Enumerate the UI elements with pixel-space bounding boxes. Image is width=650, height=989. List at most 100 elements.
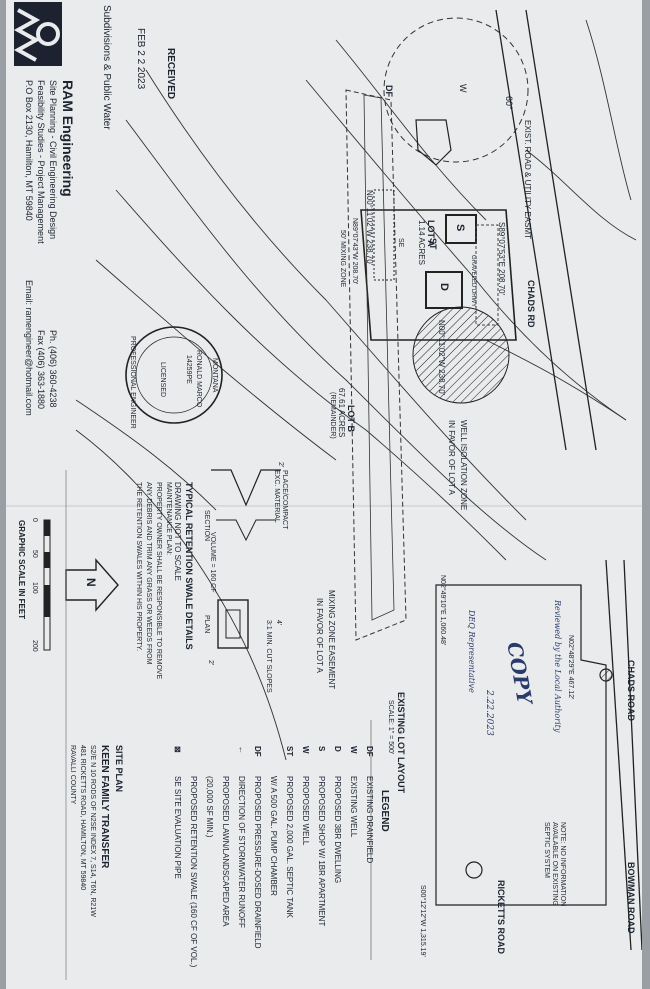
bearing-south: N00°11'02"W 238.70' <box>437 320 446 396</box>
swale-subtitle: DRAWING NOT TO SCALE <box>173 482 182 581</box>
legend-item-text: W/ A 500 GAL. PUMP CHAMBER <box>269 776 278 896</box>
firm-phone: Ph. (406) 360-4238 <box>48 330 58 408</box>
firm-email: Email: ramengineer@hotmail.com <box>24 280 34 416</box>
layout-note-1: NOTE: NO INFORMATION <box>559 822 566 907</box>
existing-lot-layout <box>435 584 613 906</box>
legend-item-text: EXISTING DRAINFIELD <box>365 776 374 864</box>
seal-title: PROFESSIONAL ENGINEER <box>129 336 136 429</box>
site-plan-sheet: Subdivisions & Public Water RECEIVED FEB… <box>6 0 642 989</box>
cut-slopes-label: 3:1 MIN. CUT SLOPES <box>265 620 272 693</box>
well-isolation-zone <box>412 306 510 404</box>
exc-material-label: EXC. MATERIAL <box>273 470 280 523</box>
legend-symbol: W <box>301 746 310 754</box>
firm-fax: Fax (406) 363-1880 <box>36 330 46 410</box>
project-name: KEEN FAMILY TRANSFER <box>99 745 110 869</box>
angle-label: 60° <box>504 96 514 110</box>
scale-tick-200: 200 <box>31 640 38 652</box>
dwelling-symbol: D <box>438 283 450 291</box>
lot-b-acres: 67.61 ACRES <box>337 388 346 438</box>
stamp-date: 2.22.2023 <box>484 690 494 736</box>
bearing-east: S89°07'53"E 208.70' <box>497 222 506 296</box>
mixing-zone-label: 50' MIXING ZONE <box>339 230 346 288</box>
lot-a-acres: 1.14 ACRES <box>417 220 426 265</box>
bearing-north: N00°11'02"W 238.70' <box>365 190 374 266</box>
legend-item-text: PROPOSED SHOP W/ 1BR APARTMENT <box>317 776 326 927</box>
swale-title: TYPICAL RETENTION SWALE DETAILS <box>184 482 194 650</box>
layout-bearing-1: N02°49'10"E 1,060.48' <box>439 575 446 646</box>
legend-item-text: SE SITE EVALUATION PIPE <box>173 776 182 879</box>
layout-note-3: SEPTIC SYSTEM <box>543 822 550 879</box>
mixing-zone-easement <box>345 89 407 641</box>
chads-road-label: CHADS RD <box>526 280 536 328</box>
north-arrow <box>65 558 119 612</box>
layout-title: EXISTING LOT LAYOUT <box>396 692 406 794</box>
plan-dim-2: 2' <box>207 660 214 666</box>
maintenance-line-1: PROPERTY OWNER SHALL BE RESPONSIBLE TO R… <box>155 482 162 680</box>
section-dim-2: 2' <box>277 462 284 468</box>
location-line-3: RAVALLI COUNTY <box>69 745 76 805</box>
drawing-linework <box>13 2 642 980</box>
plan-label: PLAN <box>203 615 210 634</box>
place-compact-label: PLACE/COMPACT <box>281 470 288 530</box>
legend-item-text: DIRECTION OF STORMWATER RUNOFF <box>237 776 246 928</box>
graphic-scale-bar <box>43 519 51 651</box>
firm-line-3: P.O Box 2130, Hamilton, MT 59840 <box>24 80 34 221</box>
legend-symbol: S <box>317 746 326 752</box>
scale-tick-100: 100 <box>31 582 38 594</box>
layout-scale: SCALE: 1" = 500' <box>387 700 394 755</box>
legend-item-text: PROPOSED LAWN/LANDSCAPED AREA <box>221 776 230 927</box>
layout-bearing-2: N02°48'29"E 467.12' <box>567 635 574 700</box>
legend-symbol: D <box>333 746 342 752</box>
legend-item-text: PROPOSED RETENTION SWALE (160 CF OF VOL.… <box>189 776 198 968</box>
firm-name: RAM Engineering <box>60 80 76 197</box>
proposed-drainfield <box>373 189 395 281</box>
layout-chads-road: CHADS ROAD <box>626 660 636 722</box>
mixing-easement-1: MIXING ZONE EASEMENT <box>327 590 336 690</box>
location-line-1: S2/E N 10 RODS OF N2SE INDEX 7, S14, T6N… <box>89 745 96 917</box>
legend-item-text: PROPOSED PRESSURE-DOSED DRAINFIELD <box>253 776 262 949</box>
scale-title: GRAPHIC SCALE IN FEET <box>17 520 26 620</box>
lot-b-label: LOT B <box>346 405 356 432</box>
lot-b-remainder: (REMAINDER) <box>329 392 336 439</box>
sheet-fold <box>6 505 642 509</box>
dwelling-outline <box>425 271 463 309</box>
existing-house <box>415 119 452 166</box>
received-stamp: RECEIVED <box>165 48 176 100</box>
swale-plan-drawing <box>217 599 249 649</box>
well-radius-circle <box>383 17 529 163</box>
ram-logo <box>13 2 62 66</box>
legend-title: LEGEND <box>379 790 390 832</box>
maintenance-title: MAINTENANCE PLAN: <box>165 482 172 556</box>
road-easement-label: EXIST. ROAD & UTILITY EASMT <box>523 120 532 239</box>
seal-name: RONALD MARCO <box>195 350 202 408</box>
well-zone-label-2: IN FAVOR OF LOT A <box>447 420 456 495</box>
location-line-2: 481 RICKETTS ROAD, HAMILTON, MT 59840 <box>79 745 86 891</box>
gravel-drive <box>475 224 499 326</box>
seal-licensed: LICENSED <box>159 362 166 398</box>
volume-label: VOLUME = 160 CF <box>209 532 216 593</box>
layout-ricketts-road: RICKETTS ROAD <box>496 880 506 954</box>
well-zone-label-1: WELL ISOLATION ZONE <box>459 420 468 511</box>
septic-symbol: ST <box>428 238 438 250</box>
engineer-seal <box>125 326 223 424</box>
lot-a-boundary <box>360 209 517 341</box>
legend-symbol: ← <box>237 746 246 754</box>
layout-bowman-road: BOWMAN ROAD <box>626 862 636 934</box>
firm-line-2: Feasibility Studies - Project Management <box>36 80 46 244</box>
firm-line-1: Site Planning - Civil Engineering Design <box>48 80 58 240</box>
layout-bearing-3: S00°12'12"W 1,315.19' <box>419 885 426 957</box>
legend-item-text: PROPOSED WELL <box>301 776 310 846</box>
legend-item-text: (20,000 SF MIN.) <box>205 776 214 838</box>
north-label: N <box>84 578 98 587</box>
bearing-west: N89°07'43"W 208.70' <box>351 218 358 285</box>
layout-note-2: AVAILABLE ON EXISTING <box>551 822 558 906</box>
maintenance-line-3: THE RETENTION SWALES WITHIN HIS PROPERTY… <box>135 482 142 652</box>
existing-well-symbol: W <box>458 84 468 93</box>
project-title: Subdivisions & Public Water <box>101 5 112 130</box>
gravel-drive-label: GRAVELED DRWY <box>470 255 476 308</box>
seal-state: MONTANA <box>211 358 218 393</box>
legend-symbol: DF <box>253 746 262 757</box>
legend-symbol: W <box>349 746 358 754</box>
shop-symbol: S <box>454 224 466 232</box>
seal-number: 14259PE <box>185 355 192 384</box>
